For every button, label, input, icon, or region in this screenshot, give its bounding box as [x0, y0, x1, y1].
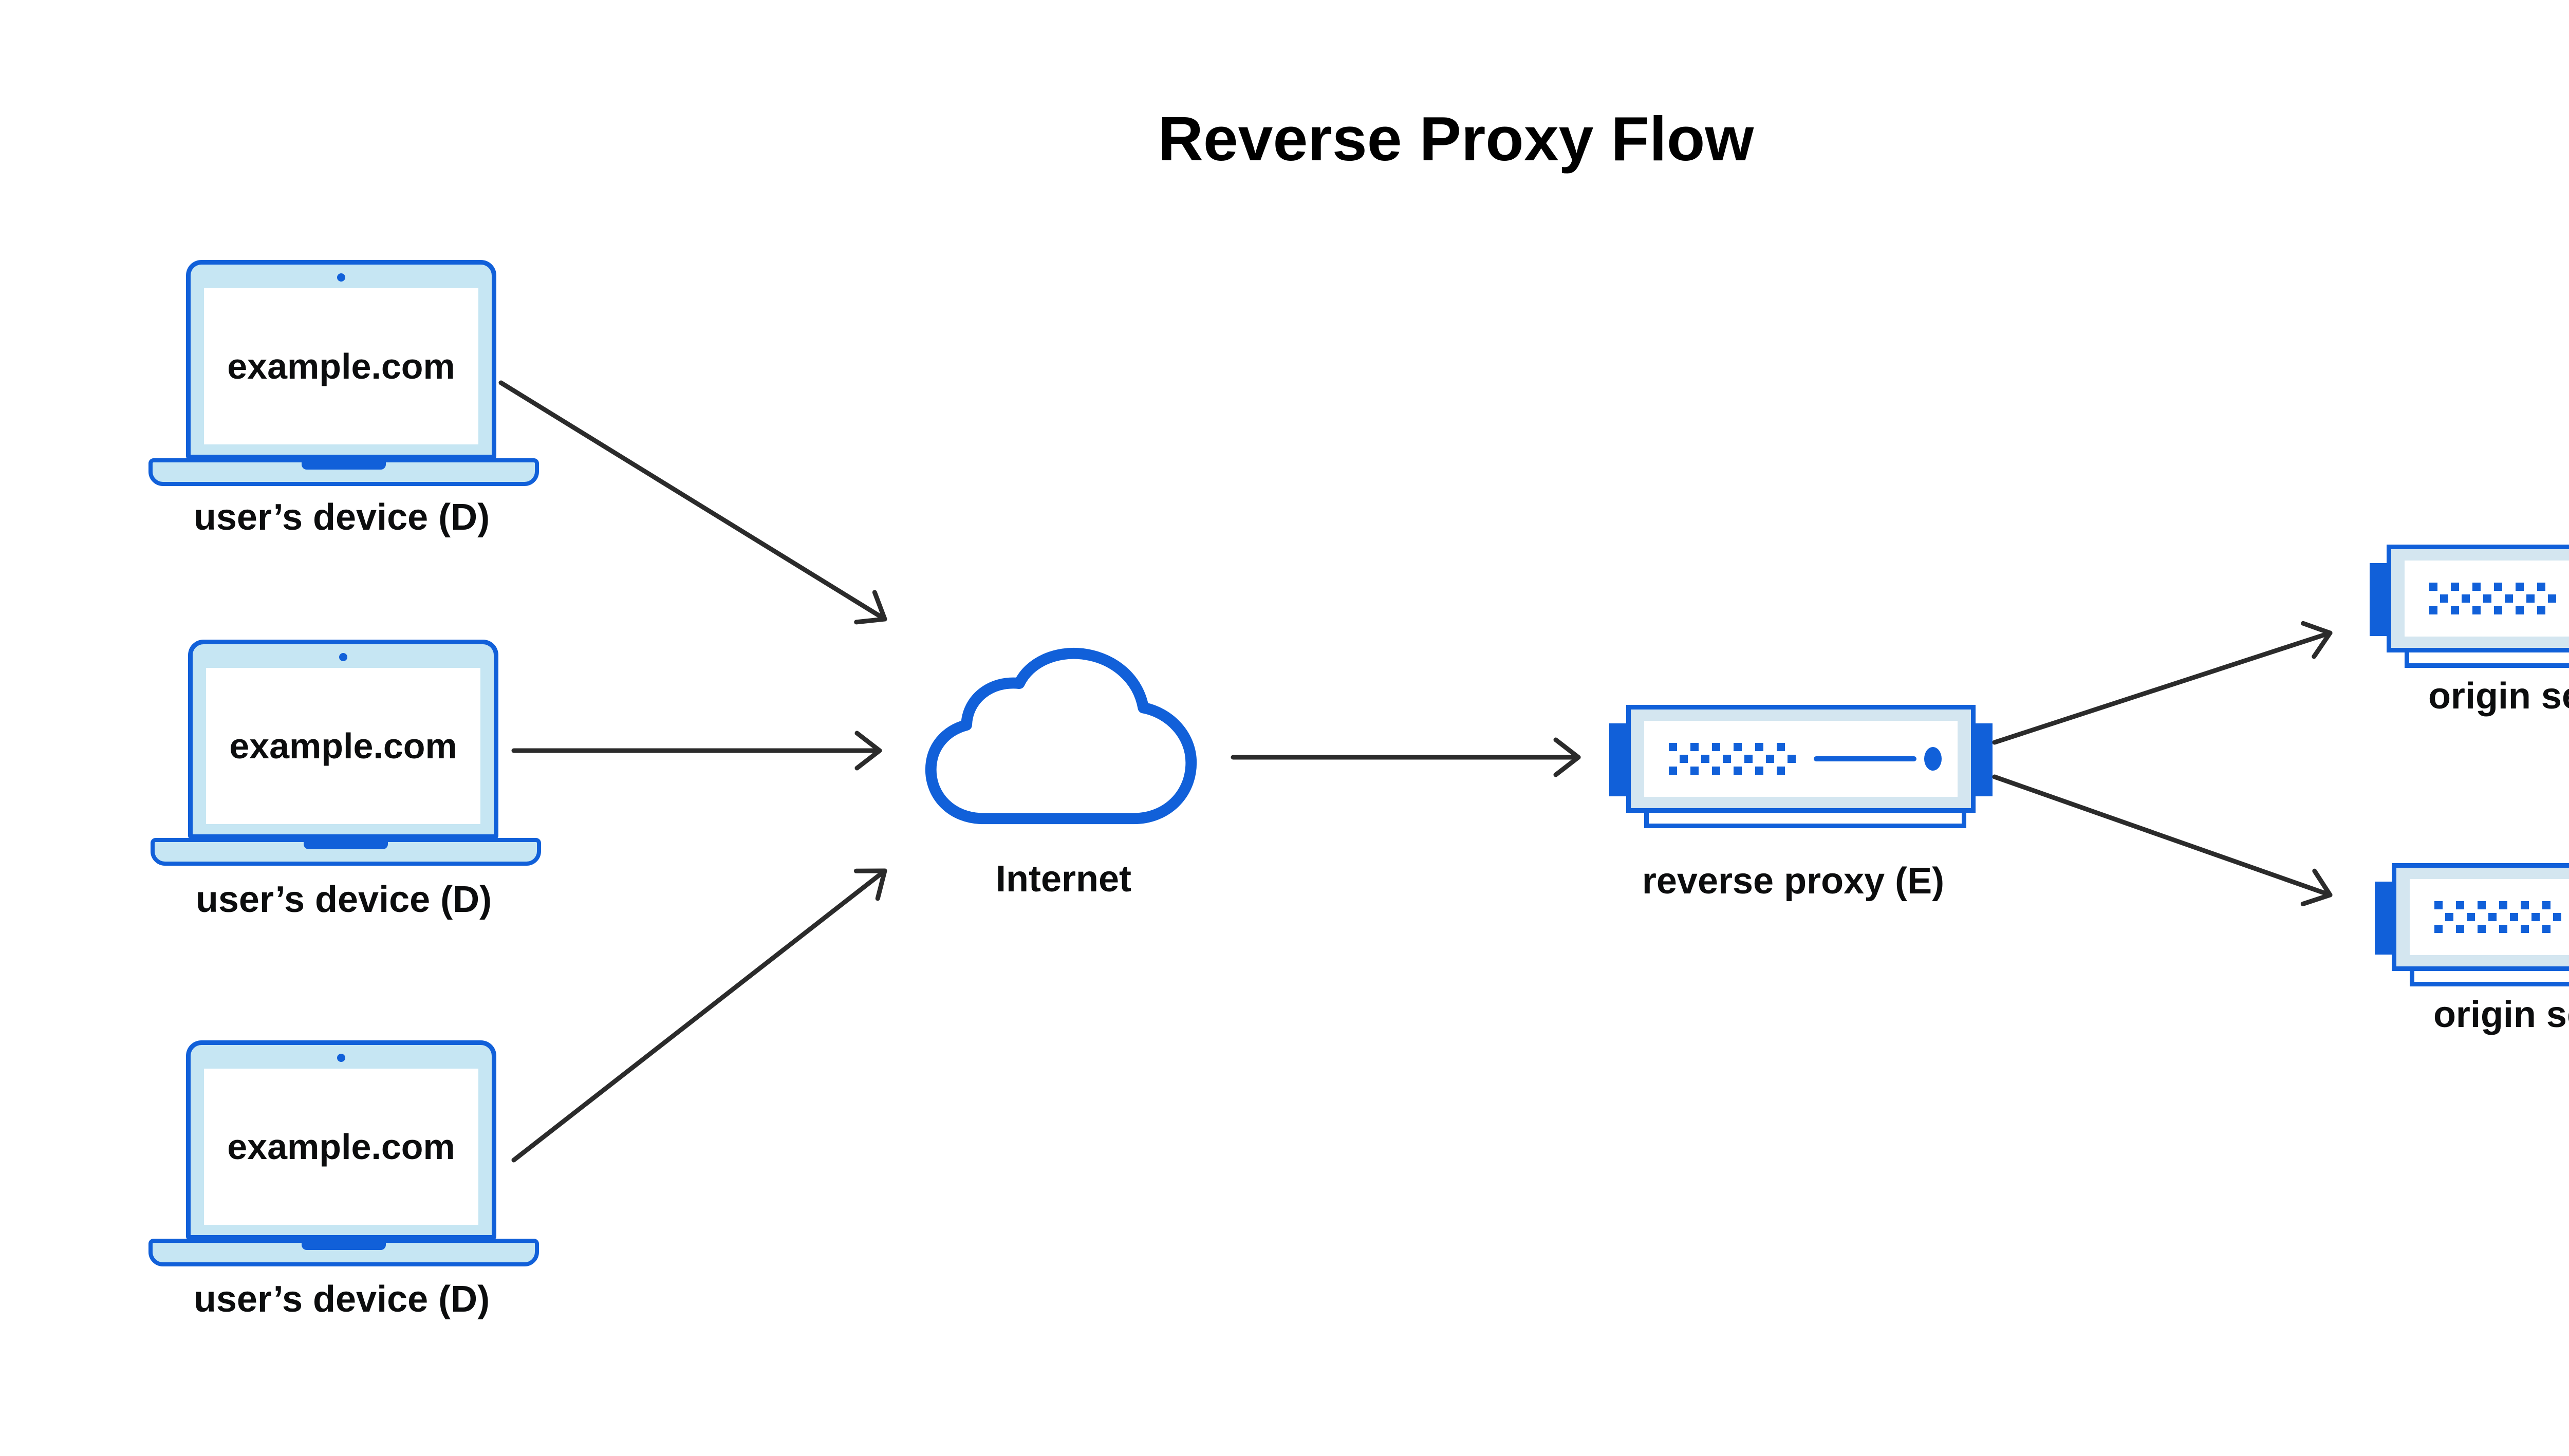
server-body — [1626, 705, 1976, 813]
laptop-base — [151, 838, 541, 866]
arrow-device3-to-internet — [511, 868, 887, 1163]
arrow-device1-to-internet — [498, 380, 887, 625]
laptop-hinge-notch — [302, 462, 386, 470]
internet-cloud-icon — [920, 646, 1204, 827]
laptop-lid: example.com — [186, 260, 496, 459]
webcam-dot-icon — [337, 273, 345, 282]
server-slot-icon — [1814, 756, 1916, 761]
server-body — [2387, 545, 2569, 652]
server-power-dot-icon — [1924, 747, 1942, 771]
device-screen-url: example.com — [229, 726, 457, 766]
laptop-lid: example.com — [188, 640, 498, 839]
reverse-proxy-server-icon — [1609, 705, 1993, 832]
server-body — [2392, 863, 2569, 971]
webcam-dot-icon — [339, 653, 347, 661]
server-rack-tab-icon — [2375, 882, 2392, 955]
cloud-shape — [925, 647, 1197, 825]
user-device-1-laptop-icon: example.com — [148, 260, 539, 487]
laptop-base — [148, 1239, 539, 1266]
user-device-1-label: user’s device (D) — [193, 497, 490, 538]
user-device-2-label: user’s device (D) — [195, 879, 492, 920]
webcam-dot-icon — [337, 1054, 345, 1062]
user-device-2-laptop-icon: example.com — [151, 640, 541, 867]
server-rack-tab-icon — [2370, 563, 2387, 636]
device-screen-url: example.com — [227, 346, 455, 386]
laptop-hinge-notch — [302, 1243, 386, 1250]
origin-server-1-icon — [2370, 545, 2569, 672]
laptop-screen: example.com — [206, 668, 480, 824]
server-rack-tab-icon — [1976, 723, 1993, 796]
server-vents-icon — [1669, 743, 1796, 775]
origin-server-1-label: origin server (F) — [2428, 676, 2569, 717]
laptop-lid: example.com — [186, 1040, 496, 1240]
user-device-3-laptop-icon: example.com — [148, 1040, 539, 1267]
server-faceplate — [2410, 879, 2569, 955]
laptop-screen: example.com — [204, 1069, 478, 1225]
internet-label: Internet — [995, 858, 1132, 900]
diagram-title: Reverse Proxy Flow — [1158, 104, 1754, 174]
laptop-hinge-notch — [304, 842, 388, 849]
server-faceplate — [1644, 721, 1958, 797]
device-screen-url: example.com — [227, 1127, 455, 1167]
server-vents-icon — [2434, 901, 2561, 933]
server-vents-icon — [2429, 583, 2556, 614]
server-faceplate — [2405, 561, 2569, 637]
user-device-3-label: user’s device (D) — [193, 1279, 490, 1320]
server-rack-tab-icon — [1609, 723, 1626, 796]
laptop-base — [148, 458, 539, 486]
origin-server-2-icon — [2375, 863, 2569, 991]
arrow-proxy-to-origin2 — [1992, 774, 2333, 906]
arrow-proxy-to-origin1 — [1992, 621, 2333, 745]
reverse-proxy-label: reverse proxy (E) — [1642, 861, 1945, 902]
origin-server-2-label: origin server (F) — [2433, 994, 2569, 1035]
laptop-screen: example.com — [204, 288, 478, 444]
